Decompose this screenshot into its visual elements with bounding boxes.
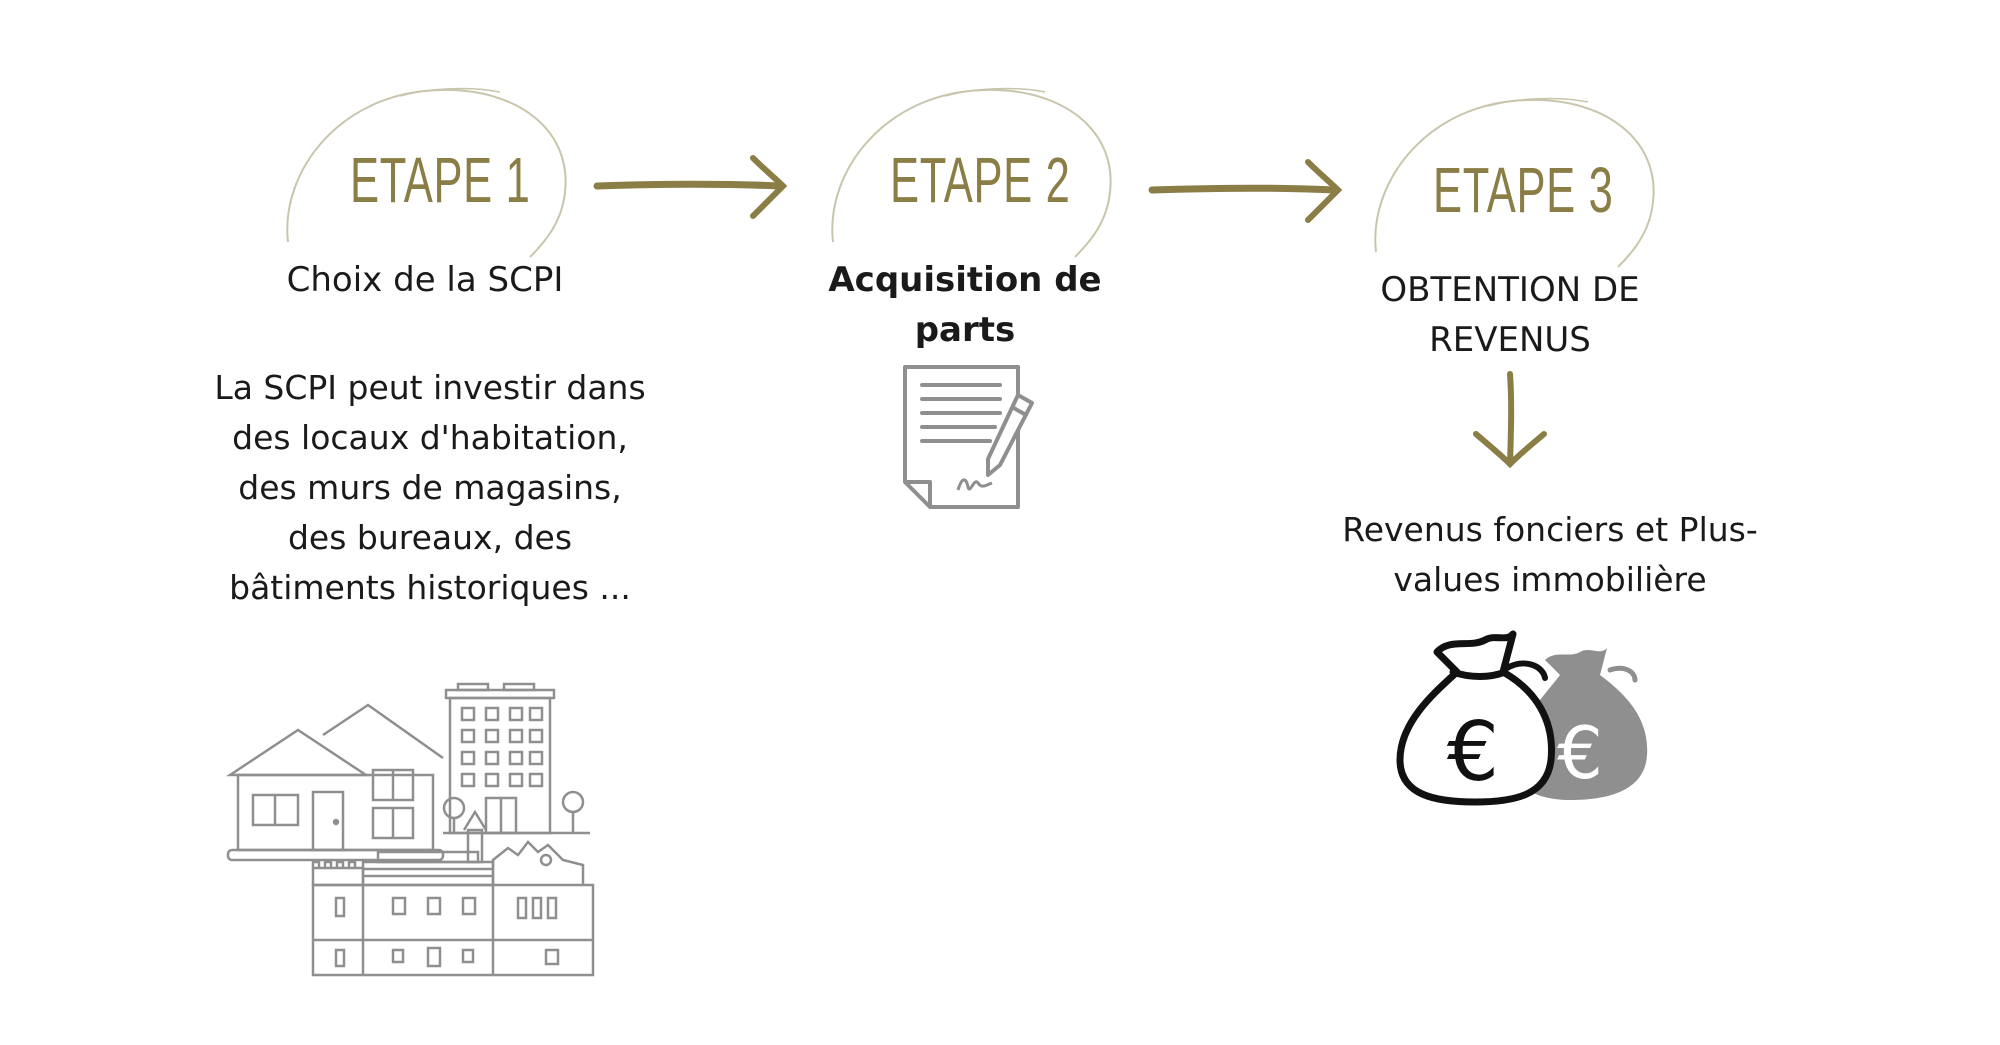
- step-2-subtitle: Acquisition de parts: [800, 255, 1130, 355]
- buildings-icon: [225, 682, 595, 977]
- black-bag-currency: €: [1447, 705, 1499, 800]
- arrow-right-icon-2: [1148, 159, 1343, 223]
- step-2-title: ETAPE 2: [890, 144, 1071, 216]
- step-3-description: Revenus fonciers et Plus-values immobili…: [1342, 510, 1758, 599]
- step-3-subtitle-text: OBTENTION DE REVENUS: [1380, 270, 1640, 360]
- step-3-circle-outline: [1374, 97, 1655, 268]
- step-3-subtitle: OBTENTION DE REVENUS: [1340, 265, 1680, 365]
- step-1-circle-outline: [286, 87, 567, 258]
- step-1-title: ETAPE 1: [350, 144, 531, 216]
- contract-signing-icon: [903, 365, 1034, 509]
- money-bags-icon: € €: [1396, 630, 1648, 806]
- step-2-circle-outline: [831, 87, 1112, 258]
- step-1-subtitle: Choix de la SCPI: [286, 260, 564, 300]
- gray-bag-currency: €: [1557, 711, 1603, 795]
- step-3-title: ETAPE 3: [1433, 154, 1614, 226]
- step-1-description: La SCPI peut investir dans des locaux d'…: [214, 368, 646, 607]
- step-2-subtitle-text: Acquisition de parts: [828, 260, 1102, 350]
- arrow-right-icon: [593, 155, 788, 219]
- arrow-down-icon: [1473, 371, 1547, 469]
